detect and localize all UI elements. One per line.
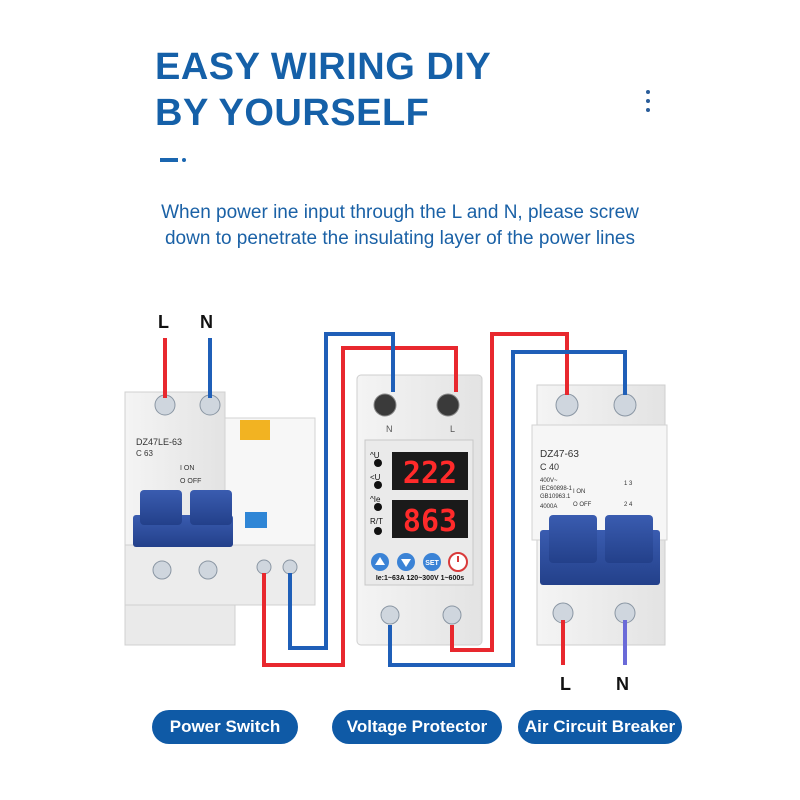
title-line-1: EASY WIRING DIY — [155, 46, 492, 88]
title-underline-dot — [182, 158, 186, 162]
breaker-capacity: 4000A — [540, 504, 557, 510]
down-arrow-icon[interactable] — [397, 553, 415, 571]
side-label-3: ^Ie — [370, 495, 381, 504]
terminal-N: N — [386, 424, 393, 434]
breaker-terminals-top: 1 3 — [624, 481, 633, 487]
label-top-L: L — [158, 312, 169, 332]
description-line-2: down to penetrate the insulating layer o… — [164, 228, 636, 249]
breaker-off: O OFF — [573, 502, 592, 508]
air-breaker-device: DZ47-63 C 40 400V~ IEC60898-1 GB10963.1 … — [531, 384, 668, 646]
page-title: EASY WIRING DIY BY YOURSELF — [155, 44, 491, 136]
breaker-on: I ON — [573, 489, 585, 495]
title-line-2: BY YOURSELF — [155, 92, 430, 134]
screw-icon — [152, 394, 298, 580]
power-switch-rating: C 63 — [136, 449, 153, 458]
power-switch-device: DZ47LE-63 C 63 I ON O OFF — [124, 391, 316, 646]
breaker-std2: GB10963.1 — [540, 494, 571, 500]
air-circuit-breaker-button[interactable]: Air Circuit Breaker — [518, 710, 682, 744]
power-icon[interactable] — [448, 552, 468, 572]
more-vertical-icon[interactable] — [644, 90, 652, 112]
power-switch-button[interactable]: Power Switch — [152, 710, 298, 744]
description-line-1: When power ine input through the L and N… — [161, 202, 639, 223]
breaker-rating: C 40 — [540, 462, 559, 472]
side-label-1: ^U — [370, 451, 380, 460]
set-button[interactable]: SET — [423, 553, 441, 571]
breaker-std1: IEC60898-1 — [540, 486, 573, 492]
protector-spec: Ie:1~63A 120~300V 1~600s — [376, 575, 464, 582]
wires — [163, 332, 627, 667]
terminal-L: L — [450, 424, 455, 434]
label-bottom-N: N — [616, 674, 629, 694]
power-switch-model: DZ47LE-63 — [136, 437, 182, 447]
side-label-2: <U — [370, 473, 381, 482]
up-arrow-icon[interactable] — [371, 553, 389, 571]
description: When power ine input through the L and N… — [0, 200, 800, 252]
title-underline — [160, 158, 178, 162]
label-top-N: N — [200, 312, 213, 332]
label-bottom-L: L — [560, 674, 571, 694]
breaker-voltage: 400V~ — [540, 478, 558, 484]
breaker-model: DZ47-63 — [540, 449, 579, 460]
side-label-4: R/T — [370, 517, 383, 526]
display-bottom: 863 — [403, 504, 457, 539]
screw-icon — [373, 393, 462, 625]
set-label: SET — [425, 560, 439, 567]
voltage-protector-device: 222 863 ^U <U ^Ie R/T SET Ie:1~63A 120~3… — [356, 374, 483, 646]
screw-icon — [552, 393, 637, 624]
display-top: 222 — [403, 456, 457, 491]
power-switch-on: I ON — [180, 465, 194, 472]
breaker-terminals-bottom: 2 4 — [624, 502, 633, 508]
power-switch-off: O OFF — [180, 478, 201, 485]
voltage-protector-button[interactable]: Voltage Protector — [332, 710, 502, 744]
